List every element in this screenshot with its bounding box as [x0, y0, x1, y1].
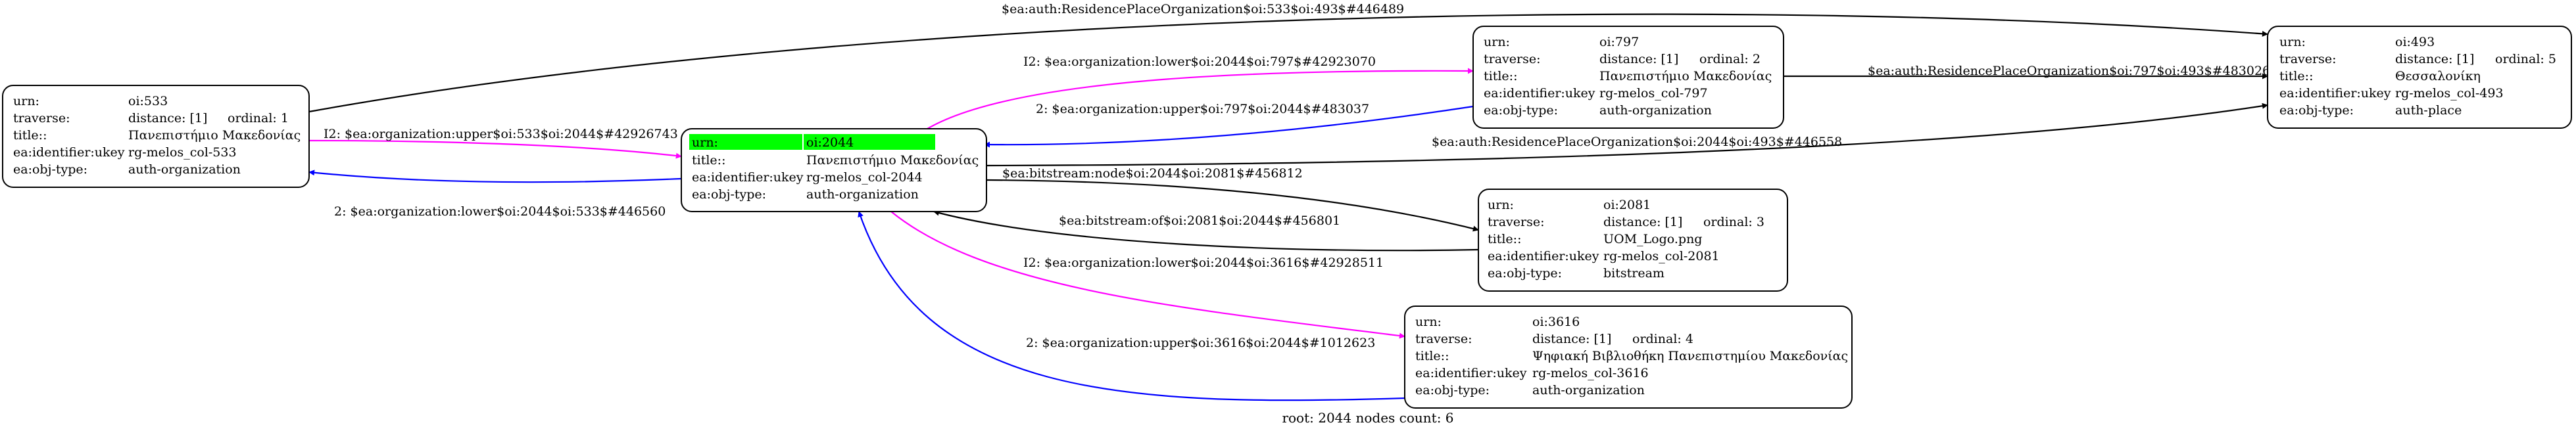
node-533-val-4: auth-organization: [128, 162, 241, 177]
edge-label-533-to-493: $ea:auth:ResidencePlaceOrganization$oi:5…: [1002, 2, 1404, 16]
edge-2044-to-533: [308, 170, 682, 183]
edge-label-797-to-2044: 2: $ea:organization:upper$oi:797$oi:2044…: [1036, 102, 1369, 116]
node-2044-key-1: title::: [692, 153, 725, 168]
node-797-val-2: Πανεπιστήμιο Μακεδονίας: [1599, 69, 1772, 83]
node-oi-533[interactable]: urn: oi:533 traverse: distance: [1] ordi…: [2, 85, 310, 188]
node-797-key-4: ea:obj-type:: [1484, 103, 1558, 118]
edge-label-533-to-2044: I2: $ea:organization:upper$oi:533$oi:204…: [324, 127, 678, 141]
node-3616-val-0: oi:3616: [1532, 315, 1580, 329]
node-797-val-1: distance: [1]: [1599, 52, 1678, 66]
node-2081-val-3: rg-melos_col-2081: [1603, 249, 1720, 263]
edge-2044-to-493: [986, 102, 2268, 167]
node-2081-val-2: UOM_Logo.png: [1603, 232, 1702, 246]
node-3616-key-0: urn:: [1415, 315, 1442, 329]
node-533-key-2: title::: [13, 128, 47, 143]
edge-label-2044-to-533: 2: $ea:organization:lower$oi:2044$oi:533…: [334, 204, 666, 219]
node-2044-key-0: urn:: [692, 135, 718, 150]
edge-533-to-2044: [308, 139, 682, 159]
node-493-key-2: title::: [2279, 69, 2313, 83]
node-533-key-3: ea:identifier:ukey: [13, 145, 125, 160]
node-493-val-4: auth-place: [2395, 103, 2462, 118]
node-797-val-4: auth-organization: [1599, 103, 1712, 118]
node-493-val2-1: ordinal: 5: [2495, 52, 2556, 66]
node-2044-val-3: auth-organization: [806, 187, 919, 202]
edge-2044-to-2081: [986, 179, 1479, 232]
node-oi-3616[interactable]: urn: oi:3616 traverse: distance: [1] ord…: [1404, 306, 1853, 409]
node-533-key-0: urn:: [13, 94, 39, 108]
node-3616-key-3: ea:identifier:ukey: [1415, 366, 1527, 380]
node-493-key-0: urn:: [2279, 35, 2306, 49]
node-493-key-4: ea:obj-type:: [2279, 103, 2354, 118]
edge-533-to-493: [308, 13, 2268, 113]
node-2044-val-0: oi:2044: [806, 135, 854, 150]
node-533-key-1: traverse:: [13, 111, 70, 125]
node-3616-val-4: auth-organization: [1532, 383, 1645, 397]
node-493-val-0: oi:493: [2395, 35, 2435, 49]
node-3616-key-1: traverse:: [1415, 332, 1472, 346]
node-493-val-2: Θεσσαλονίκη: [2395, 69, 2481, 83]
edge-label-2044-to-797: I2: $ea:organization:lower$oi:2044$oi:79…: [1023, 55, 1376, 69]
root-highlight-value: [804, 134, 935, 150]
graph-footer: root: 2044 nodes count: 6: [1282, 410, 1453, 426]
edge-label-3616-to-2044: 2: $ea:organization:upper$oi:3616$oi:204…: [1026, 336, 1375, 350]
edge-label-2044-to-493: $ea:auth:ResidencePlaceOrganization$oi:2…: [1432, 135, 1842, 149]
node-3616-val-1: distance: [1]: [1532, 332, 1611, 346]
node-493-key-3: ea:identifier:ukey: [2279, 86, 2391, 101]
node-797-key-1: traverse:: [1484, 52, 1541, 66]
node-2044-val-1: Πανεπιστήμιο Μακεδονίας: [806, 153, 979, 168]
node-533-val-2: Πανεπιστήμιο Μακεδονίας: [128, 128, 301, 143]
node-2081-key-4: ea:obj-type:: [1488, 266, 1562, 281]
node-797-key-3: ea:identifier:ukey: [1484, 86, 1595, 101]
node-797-val-3: rg-melos_col-797: [1599, 86, 1708, 101]
node-2081-val-1: distance: [1]: [1603, 215, 1682, 229]
node-3616-val2-1: ordinal: 4: [1632, 332, 1693, 346]
node-3616-val-2: Ψηφιακή Βιβλιοθήκη Πανεπιστημίου Μακεδον…: [1532, 349, 1848, 363]
node-2044-val-2: rg-melos_col-2044: [806, 170, 923, 185]
node-533-val-3: rg-melos_col-533: [128, 145, 237, 160]
edge-label-797-to-493: $ea:auth:ResidencePlaceOrganization$oi:7…: [1868, 64, 2270, 78]
edge-label-2081-to-2044: $ea:bitstream:of$oi:2081$oi:2044$#456801: [1059, 214, 1340, 228]
node-2081-val-0: oi:2081: [1603, 198, 1651, 212]
node-oi-493[interactable]: urn: oi:493 traverse: distance: [1] ordi…: [2267, 26, 2572, 129]
root-highlight-key: [689, 134, 802, 150]
node-797-val2-1: ordinal: 2: [1699, 52, 1761, 66]
node-2044-key-2: ea:identifier:ukey: [692, 170, 804, 185]
node-2081-val2-1: ordinal: 3: [1703, 215, 1764, 229]
edge-label-2044-to-2081: $ea:bitstream:node$oi:2044$oi:2081$#4568…: [1002, 166, 1303, 181]
edge-2044-to-3616: [890, 211, 1405, 339]
node-533-key-4: ea:obj-type:: [13, 162, 87, 177]
node-2081-key-1: traverse:: [1488, 215, 1545, 229]
node-797-key-0: urn:: [1484, 35, 1510, 49]
node-533-val-1: distance: [1]: [128, 111, 207, 125]
node-2044-key-3: ea:obj-type:: [692, 187, 766, 202]
node-oi-2044-root[interactable]: urn: oi:2044 title:: Πανεπιστήμιο Μακεδο…: [681, 128, 987, 212]
node-493-val-3: rg-melos_col-493: [2395, 86, 2504, 101]
edge-2044-to-797: [927, 68, 1474, 129]
node-oi-797[interactable]: urn: oi:797 traverse: distance: [1] ordi…: [1472, 26, 1784, 129]
node-3616-key-2: title::: [1415, 349, 1449, 363]
node-797-val-0: oi:797: [1599, 35, 1639, 49]
node-2081-key-0: urn:: [1488, 198, 1514, 212]
edge-3616-to-2044: [858, 211, 1405, 401]
node-2081-val-4: bitstream: [1603, 266, 1665, 281]
edge-797-to-2044: [984, 105, 1474, 148]
node-2081-key-3: ea:identifier:ukey: [1488, 249, 1599, 263]
node-533-val-0: oi:533: [128, 94, 168, 108]
node-493-key-1: traverse:: [2279, 52, 2337, 66]
node-3616-val-3: rg-melos_col-3616: [1532, 366, 1649, 380]
node-533-val2-1: ordinal: 1: [228, 111, 289, 125]
node-2081-key-2: title::: [1488, 232, 1521, 246]
edge-2081-to-2044: [933, 210, 1479, 252]
node-797-key-2: title::: [1484, 69, 1517, 83]
node-493-val-1: distance: [1]: [2395, 52, 2474, 66]
node-3616-key-4: ea:obj-type:: [1415, 383, 1490, 397]
node-oi-2081[interactable]: urn: oi:2081 traverse: distance: [1] ord…: [1478, 189, 1788, 292]
edge-label-2044-to-3616: I2: $ea:organization:lower$oi:2044$oi:36…: [1023, 256, 1384, 270]
